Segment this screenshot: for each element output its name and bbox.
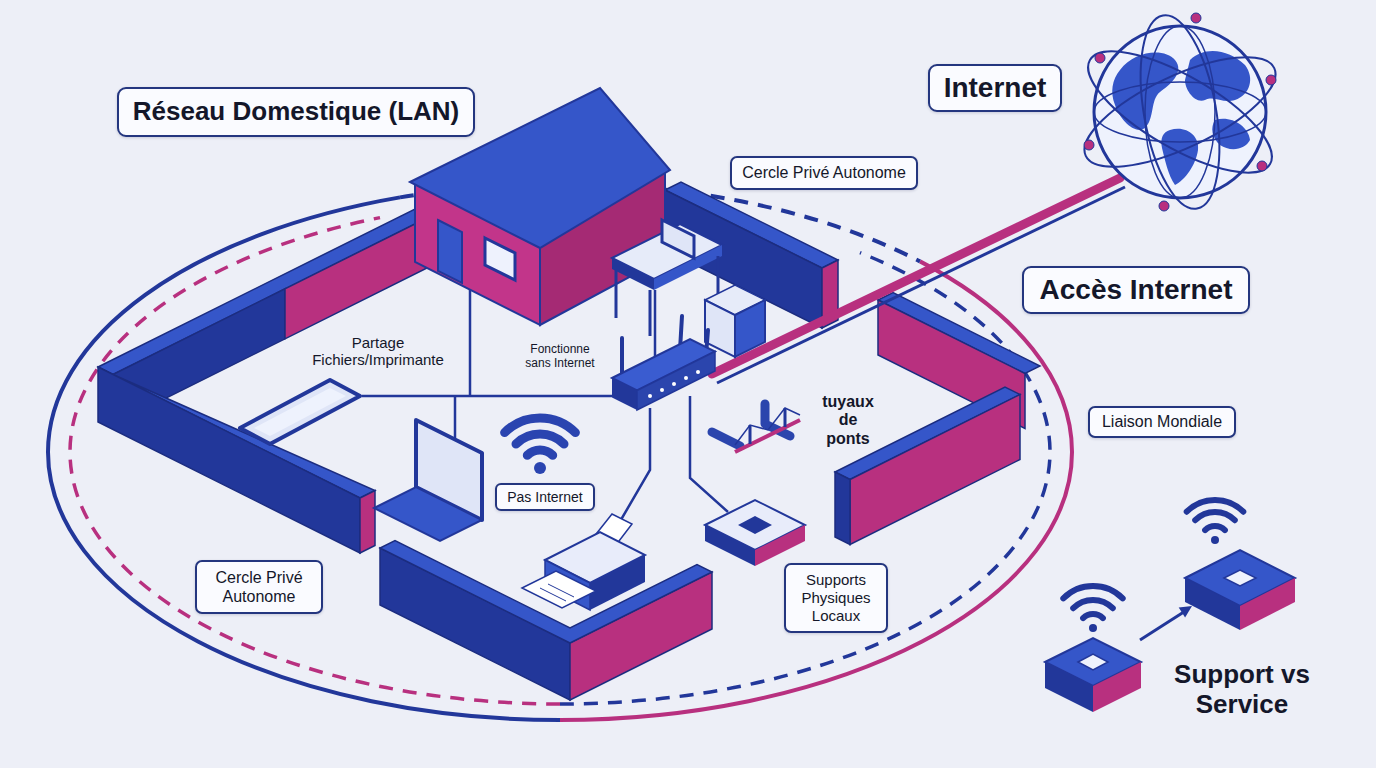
box-text: Pas Internet [507,489,583,506]
wifi-arc [516,434,564,444]
wifi-arc [1187,500,1244,512]
box-text: Réseau Domestique (LAN) [133,96,460,127]
wifi-arc [1205,526,1225,530]
wifi-dot [534,462,546,474]
label-box: Pas Internet [495,483,595,512]
arrow-head [1179,606,1192,618]
orbit-dots [1084,13,1276,211]
label-box: Internet [928,64,1063,112]
box-text: Accès Internet [1040,273,1233,307]
orbit-dot [1095,53,1105,63]
wire [454,396,457,438]
wall-end [360,491,375,554]
label-box: Accès Internet [1022,266,1251,314]
note-label: Fonctionne sans Internet [518,343,603,371]
wifi-arc [527,450,552,455]
desk-leg [616,256,718,336]
wifi-dot [1211,536,1219,544]
wifi-symbol [1187,500,1244,530]
orbits [1071,9,1290,215]
wire [690,396,728,512]
globe-line [1094,82,1266,142]
label-box: Réseau Domestique (LAN) [117,87,476,136]
wifi-arc [1083,614,1103,618]
printer-side [590,555,645,610]
router-led [660,388,664,392]
phone-screen [254,388,346,436]
house-door [438,220,462,283]
inner-ring [560,253,1050,704]
wifi-arc [505,418,576,433]
orbit [1071,35,1290,188]
wifi-arc [1063,586,1122,598]
note-label: tuyaux de ponts [817,393,879,448]
house-window [485,238,515,280]
paper-lines [540,584,574,601]
support-box-side [1045,662,1093,712]
ethernet-side [705,525,755,566]
router-led [696,370,700,374]
wall-face [285,217,430,339]
laptop-base [374,487,482,541]
box-text: Liaison Mondiale [1102,412,1222,431]
orbit-dot [1257,161,1267,171]
wire [469,290,472,396]
wall-face [98,367,360,553]
label-box: Cercle Privé Autonome [195,560,323,614]
monitor [662,220,694,258]
desk-side [612,258,654,290]
wifi-symbol [1063,586,1122,618]
note-label: Partage Fichiers/Imprimante [298,334,458,369]
box-text: Internet [944,71,1047,105]
router-side [637,352,715,411]
note-label: Support vs Service [1167,660,1317,720]
outer-ring [560,261,1072,720]
service-box-side [1240,578,1295,630]
wall-end [835,472,850,545]
orbit-dot [1191,13,1201,23]
globe-line [1145,26,1215,198]
wall-top [380,541,712,644]
support-box-side [1093,662,1141,712]
router-led [684,376,688,380]
box-text: Supports Physiques Locaux [796,571,876,625]
wire [654,290,657,362]
bridge-deck [735,420,800,452]
service-box-side [1185,578,1240,630]
orbit-dot [1084,140,1094,150]
tower-side [735,300,765,357]
wifi-symbol [505,418,576,455]
wifi-arc [1195,512,1235,520]
wire [362,395,612,398]
orbit [1128,9,1233,215]
bridge-cable [735,408,800,445]
orbit-dot [1159,201,1169,211]
label-box: Liaison Mondiale [1088,406,1236,437]
ethernet-port [738,516,772,534]
phone [240,380,360,444]
router-leds [648,370,700,398]
ethernet-side [755,525,805,566]
wifi-dot [1089,624,1097,632]
box-text: Cercle Privé Autonome [742,163,906,182]
arrow-line [1140,613,1183,641]
orbit [1072,29,1288,195]
service-port [1224,570,1256,586]
router-side [612,378,637,410]
printer-paper [522,571,596,608]
router-led [648,394,652,398]
label-box: Cercle Privé Autonome [730,156,918,189]
orbit-dot [1266,75,1276,85]
box-text: Cercle Privé Autonome [209,568,309,606]
wifi-arc [1073,600,1113,608]
wire [615,408,650,530]
router-led [672,382,676,386]
support-port [1078,654,1108,670]
wall-face [850,395,1020,545]
label-box: Supports Physiques Locaux [784,563,888,633]
